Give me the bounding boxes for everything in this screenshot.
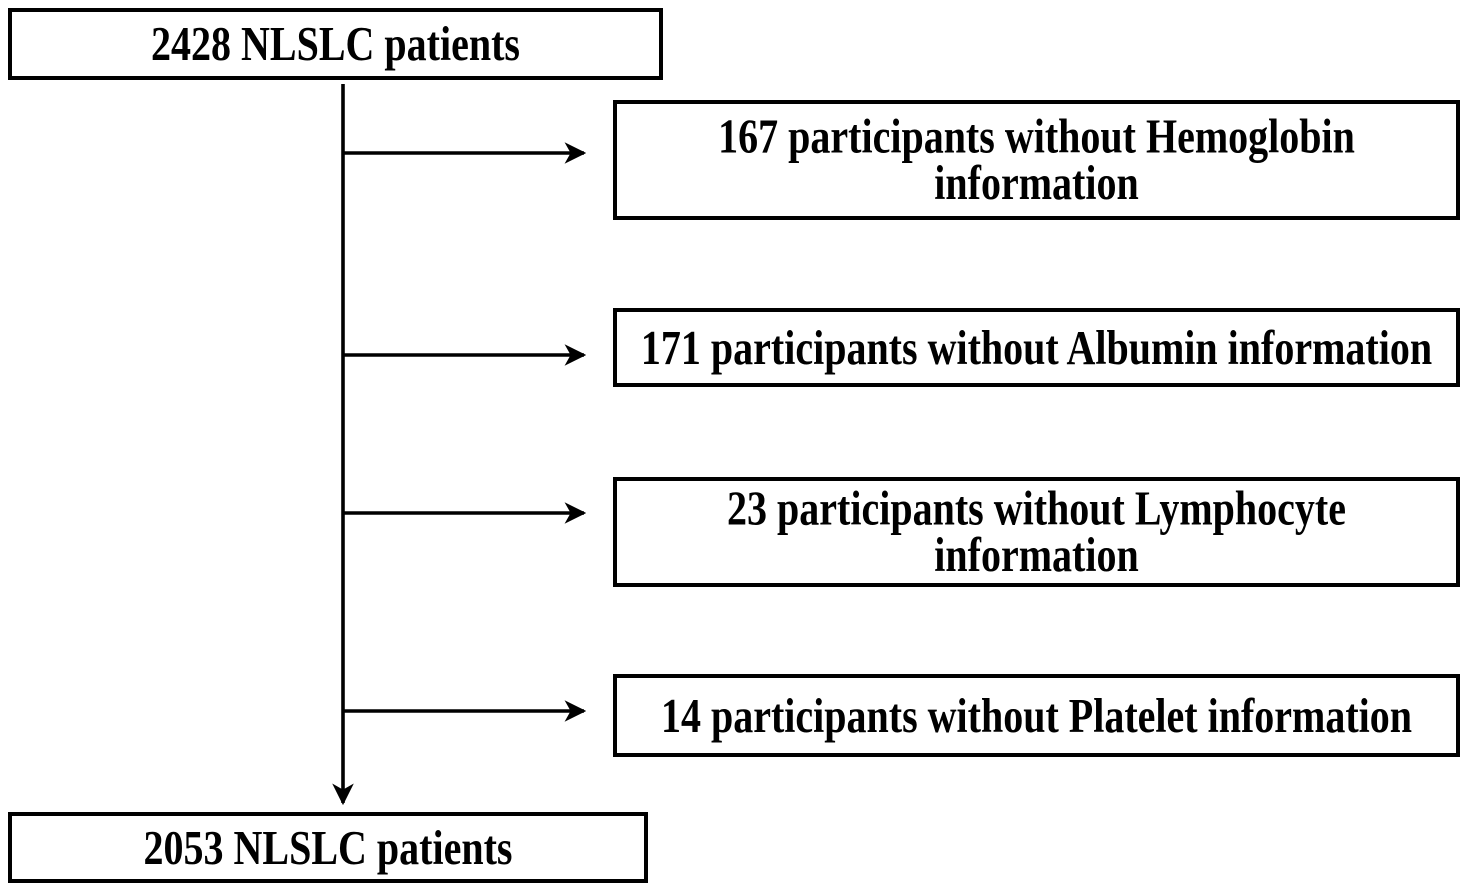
box-exclusion-lymphocyte: 23 participants without Lymphocyte infor… (613, 477, 1460, 587)
box-exclusion-albumin-label: 171 participants without Albumin informa… (640, 319, 1433, 375)
box-exclusion-hemoglobin-label: 167 participants without Hemoglobin info… (718, 108, 1355, 211)
box-total-patients-label: 2428 NLSLC patients (151, 15, 520, 71)
box-final-patients: 2053 NLSLC patients (8, 812, 648, 883)
box-exclusion-platelet-label: 14 participants without Platelet informa… (660, 687, 1413, 743)
box-total-patients: 2428 NLSLC patients (8, 8, 663, 80)
box-exclusion-platelet: 14 participants without Platelet informa… (613, 674, 1460, 757)
box-exclusion-hemoglobin: 167 participants without Hemoglobin info… (613, 100, 1460, 220)
box-exclusion-albumin: 171 participants without Albumin informa… (613, 308, 1460, 387)
box-exclusion-lymphocyte-label: 23 participants without Lymphocyte infor… (727, 480, 1346, 583)
box-final-patients-label: 2053 NLSLC patients (143, 819, 513, 875)
